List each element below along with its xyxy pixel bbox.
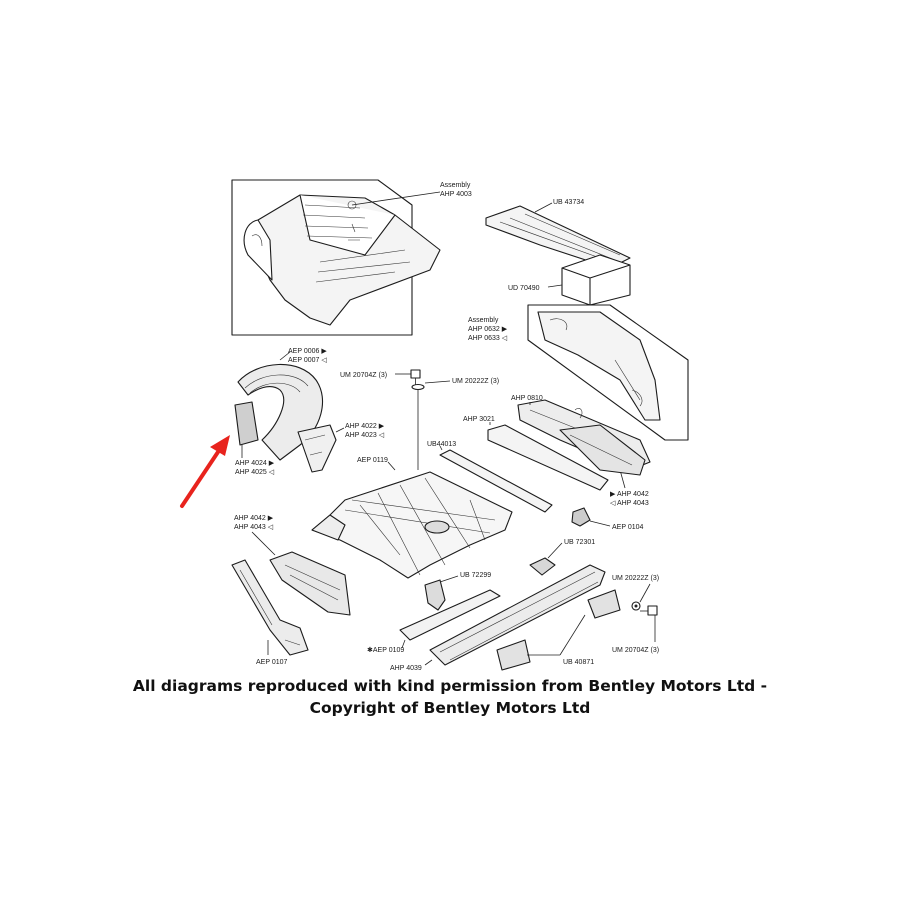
label-um20704z-top: UM 20704Z (3) <box>340 372 387 379</box>
plate-ub40871-a <box>587 589 621 619</box>
label-assembly-line1: Assembly <box>440 182 471 189</box>
rear-floor-assembly-illustration <box>243 194 441 326</box>
label-ahp4042-left: AHP 4042 ▶ <box>234 515 274 522</box>
bracket-ub72301: UB 72301 <box>529 539 595 576</box>
bolt-um20704z-top: UM 20704Z (3) <box>340 369 421 386</box>
label-ahp4003: AHP 4003 <box>440 191 472 198</box>
label-aep0119: AEP 0119 <box>357 457 388 464</box>
label-ub72301: UB 72301 <box>564 539 595 546</box>
label-ahp0633: AHP 0633 ◁ <box>468 335 508 342</box>
washer-um20222z-top: UM 20222Z (3) <box>411 378 499 470</box>
leader-ub40871 <box>559 614 586 656</box>
label-ub43734: UB 43734 <box>553 199 584 206</box>
label-um20704z-bottom: UM 20704Z (3) <box>612 647 659 654</box>
floor-panel-aep0119: AEP 0119 <box>311 457 513 579</box>
assembly-ahp4003-box: Assembly AHP 4003 <box>231 179 472 336</box>
label-ahp4043-right: ◁ AHP 4043 <box>610 500 649 507</box>
label-ub72299: UB 72299 <box>460 572 491 579</box>
bracket-ahp4022: AHP 4022 ▶ AHP 4023 ◁ <box>297 423 385 473</box>
washer-um20222z-bottom: UM 20222Z (3) <box>612 575 659 611</box>
panel-ahp4042-left: AHP 4042 ▶ AHP 4043 ◁ <box>234 515 351 616</box>
caption-line-2: Copyright of Bentley Motors Ltd <box>309 699 591 717</box>
caption-line-1: All diagrams reproduced with kind permis… <box>132 677 768 695</box>
red-pointer-arrow-icon <box>180 435 230 508</box>
sill-ahp4039: AHP 4039 <box>390 564 606 672</box>
label-um20222z-top: UM 20222Z (3) <box>452 378 499 385</box>
label-um20222z-bottom: UM 20222Z (3) <box>612 575 659 582</box>
label-aep0007: AEP 0007 ◁ <box>288 357 327 364</box>
plate-ub40871-b <box>496 639 531 671</box>
label-aep0006: AEP 0006 ▶ <box>288 348 327 355</box>
label-ahp4023: AHP 4023 ◁ <box>345 432 385 439</box>
label-aep0109: ✱AEP 0109 <box>367 646 404 654</box>
ahp4042-right-callout: ▶ AHP 4042 ◁ AHP 4043 <box>610 469 649 507</box>
label-ud70490: UD 70490 <box>508 285 540 292</box>
label-assembly-2-line1: Assembly <box>468 317 499 324</box>
panel-aep0107: AEP 0107 <box>231 559 309 666</box>
label-ahp0632: AHP 0632 ▶ <box>468 326 508 333</box>
battery-box-ud70490: UD 70490 <box>508 254 631 306</box>
ahp4024-callout: AHP 4024 ▶ AHP 4025 ◁ <box>235 445 275 476</box>
label-aep0104: AEP 0104 <box>612 524 644 531</box>
bolt-um20704z-bottom: UM 20704Z (3) <box>612 605 659 654</box>
label-ahp4024: AHP 4024 ▶ <box>235 460 275 467</box>
label-ahp4025: AHP 4025 ◁ <box>235 469 275 476</box>
label-ub40871: UB 40871 <box>563 659 594 666</box>
label-ahp0810: AHP 0810 <box>511 395 543 402</box>
label-ahp4039: AHP 4039 <box>390 665 422 672</box>
label-aep0107: AEP 0107 <box>256 659 288 666</box>
label-ahp4043-left: AHP 4043 ◁ <box>234 524 274 531</box>
bracket-ub72299: UB 72299 <box>424 572 491 611</box>
label-ahp4042-right: ▶ AHP 4042 <box>610 491 649 498</box>
assembly-ahp0632-box: Assembly AHP 0632 ▶ AHP 0633 ◁ <box>468 304 689 441</box>
strip-ub44013: UB44013 <box>427 441 553 513</box>
label-ahp3021: AHP 3021 <box>463 416 495 423</box>
sill-ahp3021: AHP 3021 <box>463 416 609 491</box>
cross-member-illustration <box>559 424 646 476</box>
bracket-aep0104: AEP 0104 <box>571 507 644 531</box>
label-ahp4022: AHP 4022 ▶ <box>345 423 385 430</box>
sill-aep0109: ✱AEP 0109 <box>367 589 501 654</box>
label-ub44013: UB44013 <box>427 441 456 448</box>
